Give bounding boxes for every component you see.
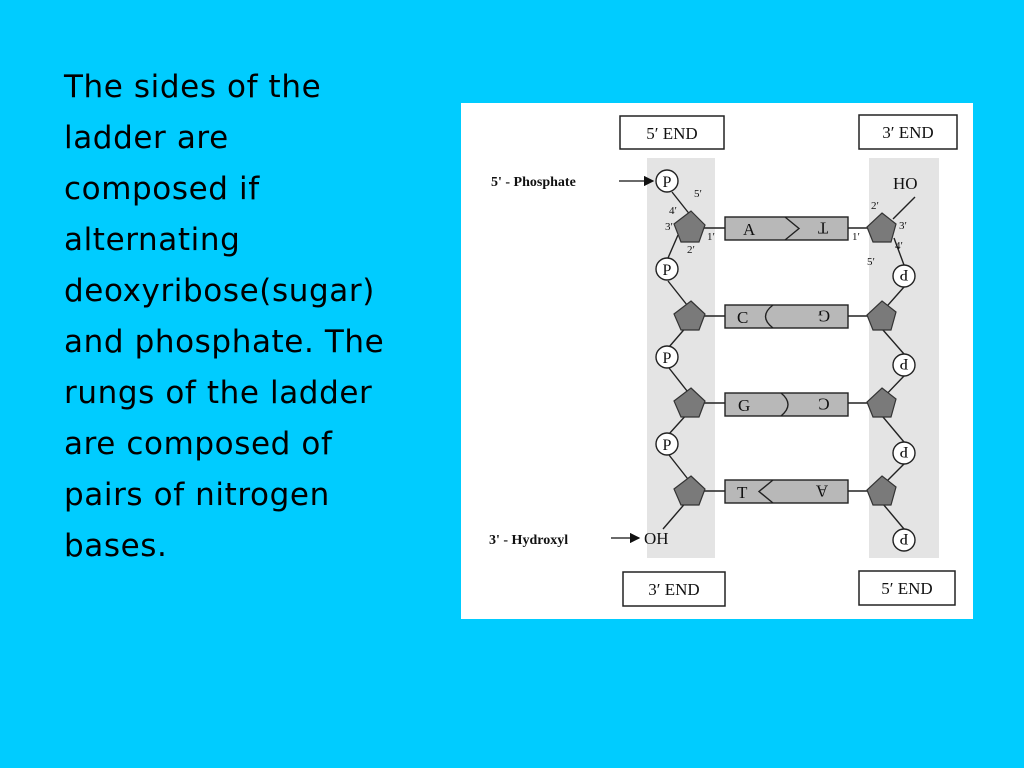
phosphate-circle: P <box>655 432 679 456</box>
base-label: A <box>743 220 756 239</box>
svg-text:P: P <box>663 262 672 279</box>
deoxyribose-sugar <box>866 212 897 243</box>
body-text-line: pairs of nitrogen <box>64 477 330 513</box>
phosphate-circle: P <box>892 528 916 552</box>
svg-text:P: P <box>663 350 672 367</box>
body-text-line: deoxyribose(sugar) <box>64 273 375 309</box>
phosphate-circle: P <box>892 441 916 465</box>
body-text: The sides of the ladder are composed if … <box>64 62 456 572</box>
phosphate-circle: P <box>655 345 679 369</box>
carbon-label: 5′ <box>867 256 875 268</box>
body-text-line: alternating <box>64 222 241 258</box>
hydroxyl-callout: 3' - Hydroxyl <box>489 533 568 548</box>
svg-text:P: P <box>663 437 672 454</box>
carbon-label: 3′ <box>665 221 673 233</box>
svg-text:5′ END: 5′ END <box>646 124 697 143</box>
base-pair-g-c: G C <box>724 392 849 417</box>
end-label-top-right: 3′ END <box>858 114 958 150</box>
base-pair-t-a: T A <box>724 479 849 504</box>
body-text-line: ladder are <box>64 120 229 156</box>
left-carbon-labels: 5′ 4′ 3′ 2′ 1′ <box>665 188 715 256</box>
hydroxyl-terminal-right: HO <box>893 174 918 193</box>
base-label: G <box>738 396 750 415</box>
end-label-top-left: 5′ END <box>619 115 725 150</box>
carbon-label: 2′ <box>687 244 695 256</box>
deoxyribose-sugar <box>866 475 897 506</box>
body-text-line: The sides of the <box>64 69 322 105</box>
svg-text:P: P <box>899 443 908 460</box>
carbon-label: 1′ <box>707 231 715 243</box>
right-phosphates: P P P P <box>892 264 916 552</box>
phosphate-circle: P <box>655 169 679 193</box>
base-label: T <box>737 483 748 502</box>
phosphate-callout: 5' - Phosphate <box>491 175 576 190</box>
svg-text:P: P <box>899 355 908 372</box>
hydroxyl-terminal-left: OH <box>644 529 669 548</box>
carbon-label: 2′ <box>871 200 879 212</box>
svg-text:3′ END: 3′ END <box>882 123 933 142</box>
svg-text:P: P <box>899 266 908 283</box>
deoxyribose-sugar <box>673 210 706 243</box>
end-label-bottom-right: 5′ END <box>858 570 956 606</box>
right-carbon-labels: 2′ 3′ 1′ 4′ 5′ <box>852 200 907 268</box>
deoxyribose-sugar <box>673 475 706 506</box>
deoxyribose-sugar <box>866 300 897 331</box>
base-label: A <box>815 482 828 501</box>
left-phosphates: P P P P <box>655 169 679 456</box>
body-text-line: and phosphate. The <box>64 324 385 360</box>
dna-ladder-diagram: 5′ END 3′ END 3′ END 5′ END 5' - Phospha… <box>461 103 973 619</box>
phosphate-circle: P <box>892 264 916 288</box>
svg-text:P: P <box>899 530 908 547</box>
base-label: G <box>818 307 830 326</box>
svg-text:5′ END: 5′ END <box>881 579 932 598</box>
deoxyribose-sugar <box>673 300 706 331</box>
body-text-line: are composed of <box>64 426 333 462</box>
end-label-bottom-left: 3′ END <box>622 571 726 607</box>
phosphate-circle: P <box>892 353 916 377</box>
carbon-label: 4′ <box>895 240 903 252</box>
carbon-label: 3′ <box>899 220 907 232</box>
base-label: C <box>737 308 748 327</box>
body-text-line: composed if <box>64 171 260 207</box>
svg-text:3′ END: 3′ END <box>648 580 699 599</box>
glycosidic-bonds <box>703 227 869 492</box>
base-pair-a-t: A T <box>724 216 849 241</box>
carbon-label: 1′ <box>852 231 860 243</box>
svg-text:P: P <box>663 174 672 191</box>
right-sugars <box>866 212 897 506</box>
right-backbone <box>880 196 916 530</box>
carbon-label: 5′ <box>694 188 702 200</box>
base-pair-c-g: C G <box>724 304 849 329</box>
deoxyribose-sugar <box>866 387 897 418</box>
base-label: C <box>818 395 829 414</box>
base-label: T <box>817 219 828 238</box>
carbon-label: 4′ <box>669 205 677 217</box>
body-text-line: rungs of the ladder <box>64 375 373 411</box>
body-text-line: bases. <box>64 528 168 564</box>
left-sugars <box>673 210 706 506</box>
phosphate-circle: P <box>655 257 679 281</box>
deoxyribose-sugar <box>673 387 706 418</box>
